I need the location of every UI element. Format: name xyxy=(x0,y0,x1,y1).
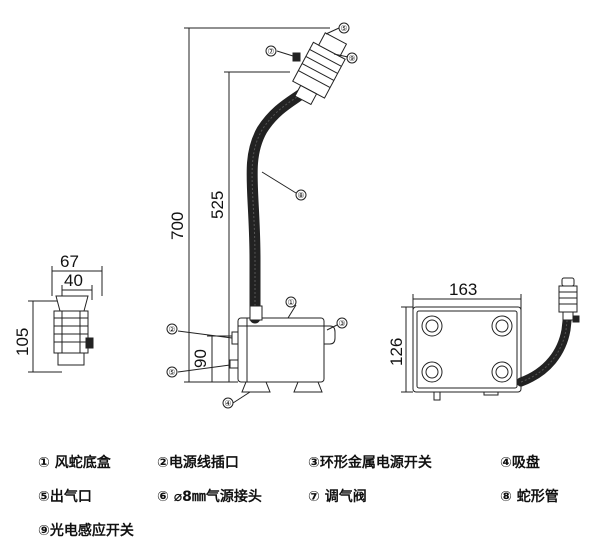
ring-metal-switch xyxy=(323,325,336,345)
top-view xyxy=(401,277,580,401)
callout-5-side: ⑤ xyxy=(168,368,175,377)
main-side-view xyxy=(166,22,358,409)
callout-4: ④ xyxy=(224,399,231,408)
callout-7: ⑦ xyxy=(267,47,274,56)
base-box-top xyxy=(412,306,522,393)
legend-item-photo-switch: ⑨光电感应开关 xyxy=(38,523,134,539)
dim-90: 90 xyxy=(191,349,210,368)
legend-item-air-fitting: ⑥ ⌀8㎜气源接头 xyxy=(157,489,262,505)
dim-40: 40 xyxy=(64,271,83,290)
serpentine-hose-top xyxy=(516,307,573,387)
legend-item-base-box: ① 风蛇底盒 xyxy=(38,455,111,471)
suction-cup xyxy=(241,381,271,393)
air-valve xyxy=(292,52,301,62)
callout-2: ② xyxy=(168,325,175,334)
callout-3: ③ xyxy=(338,319,345,328)
legend-item-metal-switch: ③环形金属电源开关 xyxy=(308,455,432,471)
dim-67: 67 xyxy=(60,252,79,271)
nozzle-front-view xyxy=(28,266,103,373)
dim-105: 105 xyxy=(13,328,32,356)
nozzle-head xyxy=(292,32,348,106)
wind-snake-base-box xyxy=(237,317,325,383)
dim-700: 700 xyxy=(168,212,187,240)
dim-163: 163 xyxy=(449,280,477,299)
legend-item-air-valve: ⑦ 调气阀 xyxy=(308,489,367,505)
legend-item-hose: ⑧ 蛇形管 xyxy=(500,489,559,505)
callout-1: ① xyxy=(287,298,294,307)
legend-item-air-outlet: ⑤出气口 xyxy=(38,489,92,505)
callout-5-top: ⑤ xyxy=(340,24,347,33)
serpentine-hose xyxy=(246,86,310,324)
dim-126: 126 xyxy=(387,338,406,366)
air-fitting xyxy=(229,359,239,369)
dim-525: 525 xyxy=(208,191,227,219)
callout-8: ⑧ xyxy=(297,191,304,200)
callout-9: ⑨ xyxy=(348,54,355,63)
legend-item-suction-cup: ④吸盘 xyxy=(500,455,540,471)
legend-item-power-socket: ②电源线插口 xyxy=(157,455,239,471)
suction-cup xyxy=(293,381,323,393)
